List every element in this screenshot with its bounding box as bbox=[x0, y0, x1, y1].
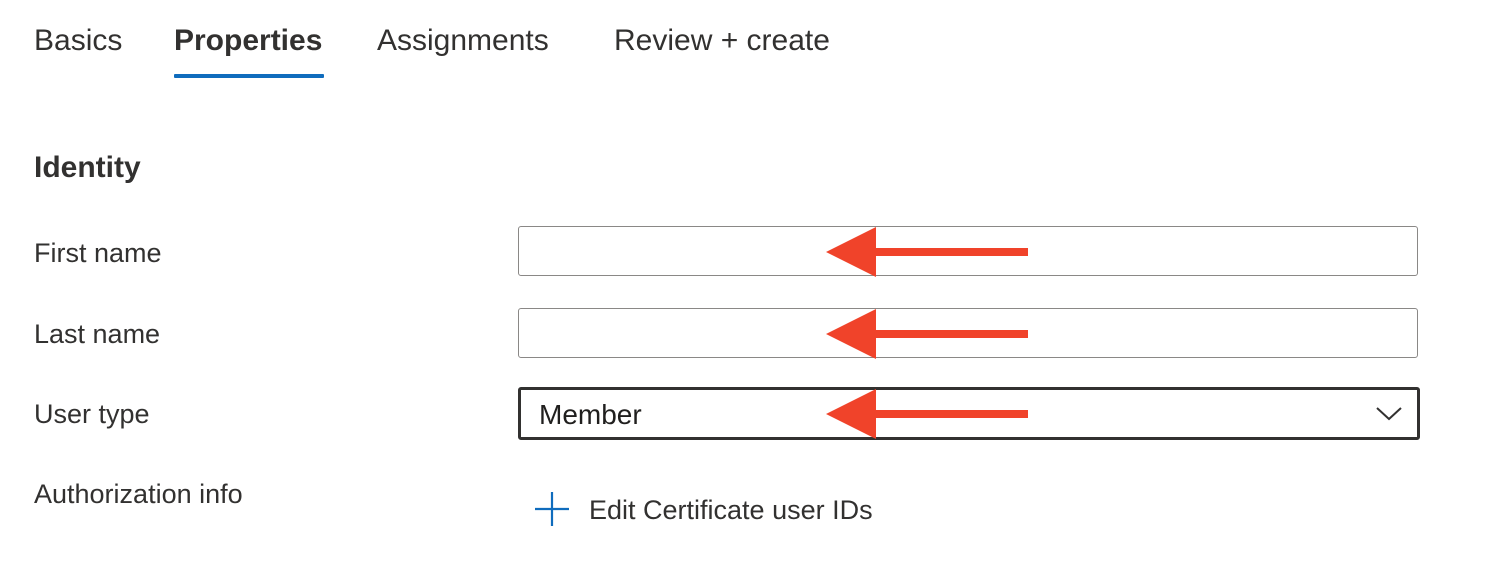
chevron-down-icon bbox=[1376, 407, 1402, 421]
tab-basics[interactable]: Basics bbox=[34, 24, 123, 57]
last-name-label: Last name bbox=[34, 319, 161, 349]
tab-properties[interactable]: Properties bbox=[174, 24, 323, 57]
last-name-input[interactable] bbox=[518, 308, 1418, 358]
user-type-label: User type bbox=[34, 399, 150, 429]
authorization-info-label: Authorization info bbox=[34, 479, 243, 509]
wizard-tabs: Basics Properties Assignments Review + c… bbox=[0, 0, 1492, 82]
edit-certificate-user-ids-label: Edit Certificate user IDs bbox=[589, 495, 873, 525]
user-type-dropdown[interactable]: Member bbox=[518, 387, 1420, 440]
active-tab-indicator bbox=[174, 74, 324, 78]
section-title-identity: Identity bbox=[34, 151, 141, 184]
first-name-input[interactable] bbox=[518, 226, 1418, 276]
tab-assignments[interactable]: Assignments bbox=[377, 24, 549, 57]
first-name-label: First name bbox=[34, 238, 162, 268]
tab-review-create[interactable]: Review + create bbox=[614, 24, 830, 57]
user-type-selected-value: Member bbox=[539, 399, 642, 430]
plus-icon bbox=[535, 492, 569, 526]
